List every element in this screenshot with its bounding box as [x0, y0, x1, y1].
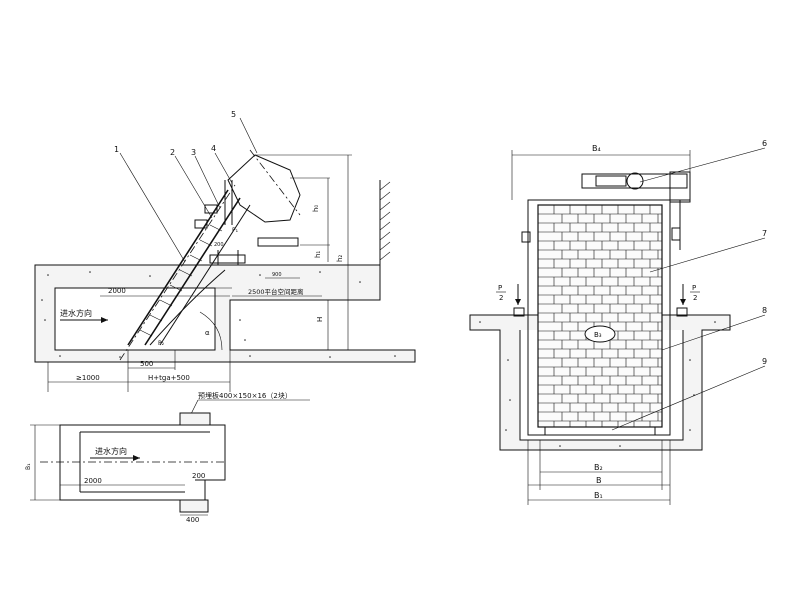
dim-platform: 2500平台空间距离 [248, 287, 304, 296]
callout-2: 2 [170, 148, 175, 157]
p-over-2-left: P 2 [496, 284, 525, 317]
plan-view: 预埋板400×150×16（2块） B₁ 进水方向 2000 200 400 [25, 391, 310, 524]
pit-dots [479, 321, 716, 447]
callout-4: 4 [211, 144, 216, 153]
dim-h0: h₀ [312, 205, 320, 212]
dim-H: H [316, 317, 324, 322]
inclined-screen [119, 184, 251, 361]
dim-v1000: ≥1000 [76, 374, 100, 382]
front-bottom-dims: B₂ B B₁ [527, 440, 671, 505]
p-over-2-right: P 2 [676, 284, 700, 317]
label-P1: P₁ [232, 227, 239, 234]
svg-text:2: 2 [693, 294, 697, 302]
front-callouts: 6 7 8 9 [611, 139, 767, 431]
svg-text:2: 2 [499, 294, 503, 302]
front-drive [521, 171, 691, 260]
plan-2000: 2000 [84, 477, 102, 485]
screen-bricks [538, 205, 662, 427]
dim-2000: 2000 [108, 287, 126, 295]
svg-text:P: P [498, 284, 502, 292]
label-B3: B₃ [594, 331, 602, 339]
side-callouts: 1 2 3 4 5 [114, 110, 258, 263]
embed-plate [179, 412, 211, 426]
callout-3: 3 [191, 148, 196, 157]
side-view: 1 2 3 4 5 h₀ h₁ h₂ H 2000 2500平台空间距离 [34, 110, 416, 392]
wall-hatch [379, 181, 391, 261]
dim-200: 200 [214, 242, 224, 248]
svg-text:P: P [692, 284, 696, 292]
dim-h1: h₁ [314, 251, 322, 258]
embed-plate-bottom [179, 499, 209, 513]
side-flow-label: 进水方向 [60, 308, 92, 318]
callout-1: 1 [114, 145, 119, 154]
label-B4: B₄ [592, 144, 601, 153]
drive-head [224, 149, 301, 247]
label-B: B [596, 476, 602, 485]
callout-8: 8 [762, 306, 767, 315]
callout-5: 5 [231, 110, 236, 119]
plan-400: 400 [186, 516, 199, 524]
callout-6: 6 [762, 139, 767, 148]
concrete-dots [41, 271, 396, 358]
screen-panel [537, 204, 663, 428]
plan-B1: B₁ [25, 463, 32, 470]
plan-200: 200 [192, 472, 205, 480]
plate-label: 预埋板400×150×16（2块） [198, 391, 292, 400]
label-angle: α [205, 329, 210, 337]
label-P2: P₂ [158, 340, 165, 347]
side-flow-arrow: 进水方向 [60, 308, 108, 323]
label-B1: B₁ [594, 491, 603, 500]
front-view: B₃ P 2 P 2 B₄ [469, 139, 767, 505]
dim-htga: H+tga+500 [148, 374, 190, 382]
callout-9: 9 [762, 357, 767, 366]
support-plate [209, 254, 246, 264]
dim-h2: h₂ [336, 255, 344, 262]
label-B2: B₂ [594, 463, 603, 472]
side-vertical-dims: h₀ h₁ h₂ H [255, 154, 352, 350]
bottom-bar [544, 426, 656, 436]
b3-oval [584, 325, 616, 343]
callout-7: 7 [762, 229, 767, 238]
dim-900: 900 [272, 272, 282, 278]
plan-flow-label: 进水方向 [95, 446, 127, 456]
dim-500: 500 [140, 360, 153, 368]
side-horizontal-dims: 2000 2500平台空间距离 900 200 P₁ P₂ α ≥1000 50… [47, 227, 322, 392]
